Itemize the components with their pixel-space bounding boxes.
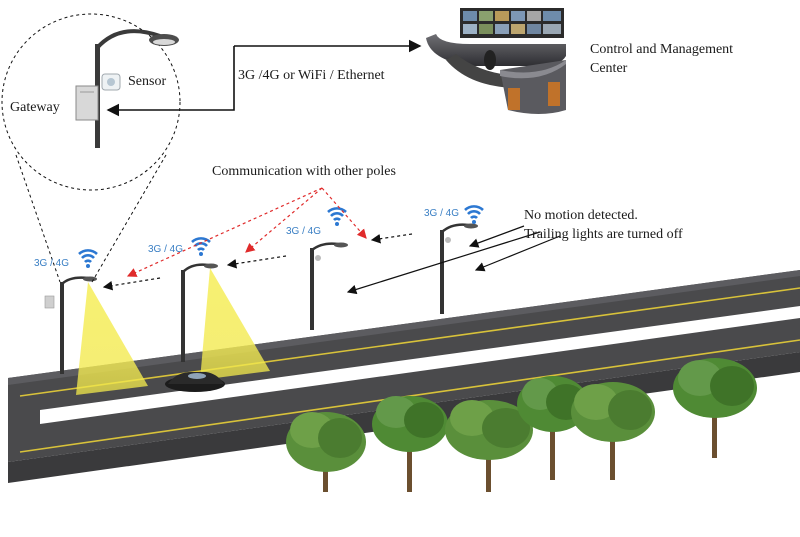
zoom-guide-left [15, 154, 61, 283]
network-link-arrow [106, 39, 422, 117]
radio-label-pole-2: 3G / 4G [148, 244, 184, 255]
red-arrow-to-pole-3 [321, 187, 367, 239]
network-link-label: 3G /4G or WiFi / Ethernet [238, 68, 385, 83]
car [165, 372, 225, 392]
wifi-icon [327, 207, 347, 226]
black-dashed-arrow [226, 255, 287, 269]
street-pole-2 [181, 263, 218, 362]
control-center-label-line1: Control and Management [590, 42, 734, 57]
gateway-box-small [44, 295, 55, 309]
no-motion-label-line1: No motion detected. [524, 208, 638, 223]
tree [372, 396, 448, 492]
office-chair [484, 50, 496, 70]
radio-label-pole-3: 3G / 4G [286, 226, 322, 237]
monitor-wall [460, 8, 564, 38]
gateway-box [75, 85, 99, 121]
wifi-icon [464, 205, 484, 224]
street-pole-4 [440, 223, 478, 314]
control-center-label-line2: Center [590, 61, 628, 76]
light-cones [76, 268, 270, 395]
no-motion-label-line2: Trailing lights are turned off [524, 227, 683, 242]
no-motion-arrows [346, 225, 561, 295]
black-dashed-arrow [370, 233, 413, 244]
light-cone-pole-1 [76, 282, 148, 395]
communication-arrows [102, 187, 413, 291]
gateway-zoom-detail [1, 13, 181, 283]
zoom-circle [1, 13, 181, 191]
tree [286, 412, 366, 492]
street-pole-3 [310, 242, 348, 330]
radio-label-pole-4: 3G / 4G [424, 208, 460, 219]
red-arrow-to-pole-2 [245, 187, 323, 253]
light-cone-pole-2 [200, 268, 270, 380]
sensor-label: Sensor [128, 74, 167, 89]
gateway-label: Gateway [10, 100, 60, 115]
trees [286, 358, 757, 492]
wifi-icon [78, 249, 98, 268]
tree [445, 400, 533, 492]
desk-wood-panel [508, 88, 520, 110]
zoom-guide-right [91, 154, 167, 283]
wifi-icon [191, 237, 211, 256]
radio-label-pole-1: 3G / 4G [34, 258, 70, 269]
communication-label: Communication with other poles [212, 164, 396, 179]
white-median-stripe [40, 306, 800, 424]
desk-back [426, 34, 566, 66]
tree [673, 358, 757, 458]
tree [571, 382, 655, 480]
yellow-lane-line-top [19, 287, 800, 397]
black-dashed-arrow [102, 277, 161, 291]
control-center-illustration [426, 8, 566, 114]
